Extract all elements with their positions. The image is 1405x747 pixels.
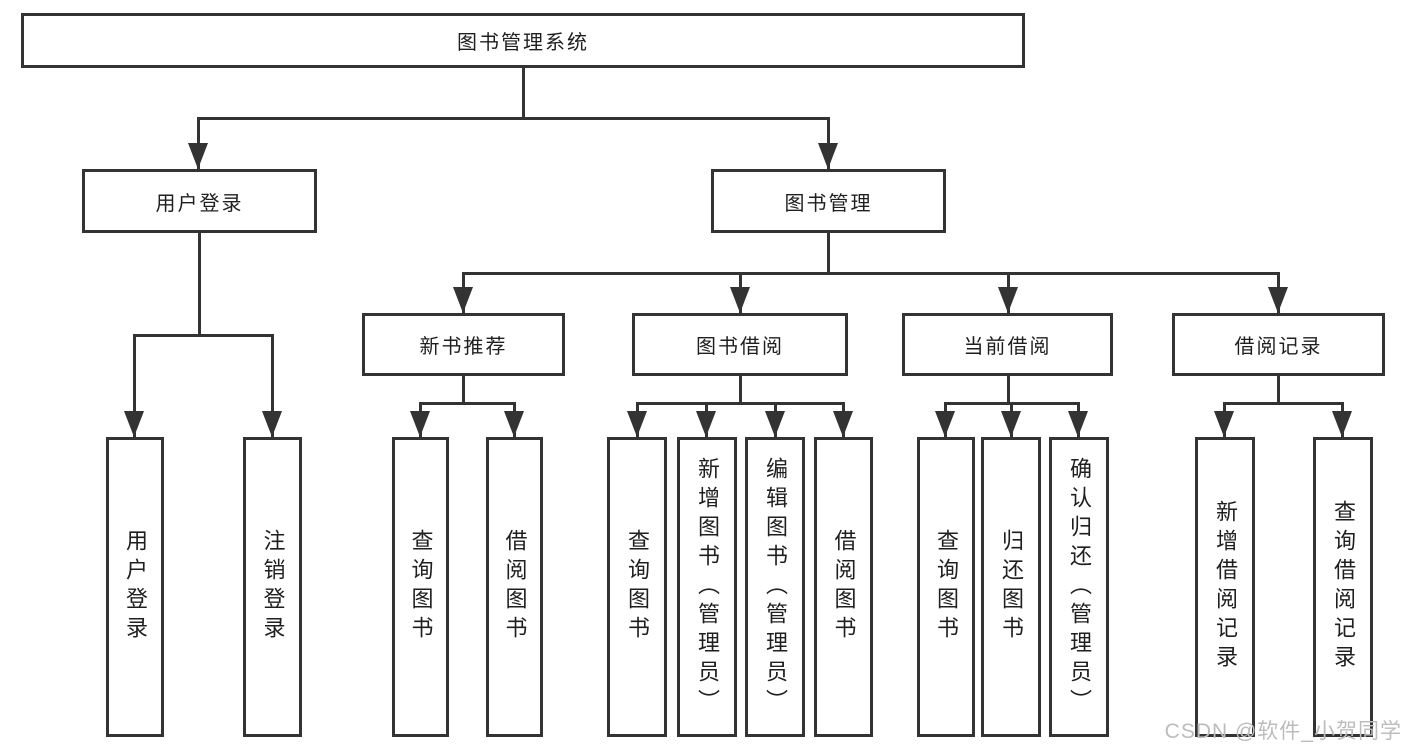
node-book-management: 图书管理 (711, 169, 946, 233)
node-current-borrow-label: 当前借阅 (963, 336, 1052, 358)
node-root: 图书管理系统 (21, 13, 1025, 68)
leaf-edit-book-admin: 编辑图书（管理员） (745, 437, 805, 737)
node-book-management-label: 图书管理 (784, 192, 873, 215)
leaf-add-borrow-record: 新增借阅记录 (1195, 437, 1255, 737)
node-user-login-group-label: 用户登录 (155, 192, 244, 215)
leaf-edit-book-admin-label: 编辑图书（管理员） (763, 456, 788, 718)
leaf-user-login-label: 用户登录 (123, 529, 148, 645)
node-borrow-records: 借阅记录 (1172, 313, 1385, 376)
leaf-query-book-recommend: 查询图书 (392, 437, 449, 737)
node-new-book-recommend-label: 新书推荐 (419, 336, 508, 358)
arrow-down-borrow-record (1268, 287, 1288, 313)
leaf-query-borrow-record-label: 查询借阅记录 (1331, 500, 1356, 674)
connector-borrow-record-rail (1223, 402, 1344, 405)
node-current-borrow: 当前借阅 (902, 313, 1113, 376)
connector-book-mgmt-rail (462, 272, 1280, 275)
leaf-user-login: 用户登录 (106, 437, 164, 737)
arrow-down-current-borrow (998, 287, 1018, 313)
leaf-add-book-admin-label: 新增图书（管理员） (695, 456, 720, 718)
node-borrow-records-label: 借阅记录 (1234, 336, 1323, 358)
arrow-down-new-book (453, 287, 473, 313)
leaf-query-book-borrow: 查询图书 (607, 437, 667, 737)
leaf-query-borrow-record: 查询借阅记录 (1313, 437, 1373, 737)
leaf-borrow-book-recommend-label: 借阅图书 (502, 529, 528, 645)
leaf-logout-label: 注销登录 (260, 529, 286, 645)
arrow-down-leaf-add-record (1214, 411, 1234, 437)
arrow-down-leaf-return (1001, 411, 1021, 437)
arrow-down-book-mgmt (818, 143, 838, 169)
arrow-down-leaf-confirm (1068, 411, 1088, 437)
leaf-borrow-book-recommend: 借阅图书 (486, 437, 543, 737)
leaf-query-book-borrow-label: 查询图书 (625, 529, 650, 645)
leaf-query-book-recommend-label: 查询图书 (408, 529, 434, 645)
leaf-query-book-current-label: 查询图书 (934, 529, 959, 645)
node-new-book-recommend: 新书推荐 (362, 313, 565, 376)
connector-current-borrow-stem (1007, 376, 1010, 403)
connector-root-rail (197, 117, 830, 120)
leaf-add-borrow-record-label: 新增借阅记录 (1213, 500, 1238, 674)
node-user-login-group: 用户登录 (82, 169, 317, 233)
arrow-down-leaf-user-login (124, 411, 144, 437)
connector-user-login-stem (198, 233, 201, 335)
connector-book-borrow-rail (636, 402, 844, 405)
arrow-down-leaf-borrow1 (504, 411, 524, 437)
node-book-borrow-label: 图书借阅 (696, 336, 784, 358)
leaf-query-book-current: 查询图书 (917, 437, 975, 737)
arrow-down-book-borrow (730, 287, 750, 313)
connector-leaf-logout-drop (271, 334, 274, 437)
arrow-down-leaf-logout (262, 411, 282, 437)
leaf-logout: 注销登录 (243, 437, 302, 737)
connector-user-login-rail (133, 334, 274, 337)
connector-book-borrow-stem (739, 376, 742, 403)
connector-borrow-record-stem (1277, 376, 1280, 403)
leaf-return-book-label: 归还图书 (999, 529, 1024, 645)
connector-root-stem (522, 68, 525, 118)
watermark: CSDN @软件_小贺同学 (1164, 720, 1402, 743)
leaf-borrow-book-borrow: 借阅图书 (814, 437, 873, 737)
leaf-borrow-book-borrow-label: 借阅图书 (831, 529, 857, 645)
node-book-borrow: 图书借阅 (632, 313, 848, 376)
arrow-down-leaf-borrow2 (833, 411, 853, 437)
arrow-down-leaf-query3 (935, 411, 955, 437)
connector-book-mgmt-stem (827, 233, 830, 273)
arrow-down-leaf-query2 (627, 411, 647, 437)
arrow-down-leaf-query-record (1332, 411, 1352, 437)
connector-new-book-stem (462, 376, 465, 403)
arrow-down-leaf-query1 (410, 411, 430, 437)
leaf-return-book: 归还图书 (981, 437, 1041, 737)
arrow-down-user-login (188, 143, 208, 169)
arrow-down-leaf-add-book (696, 411, 716, 437)
leaf-confirm-return-admin-label: 确认归还（管理员） (1067, 456, 1092, 718)
leaf-confirm-return-admin: 确认归还（管理员） (1049, 437, 1109, 737)
node-root-label: 图书管理系统 (457, 32, 589, 54)
arrow-down-leaf-edit-book (765, 411, 785, 437)
leaf-add-book-admin: 新增图书（管理员） (677, 437, 737, 737)
connector-leaf-user-login-drop (133, 334, 136, 437)
connector-new-book-rail (419, 402, 516, 405)
